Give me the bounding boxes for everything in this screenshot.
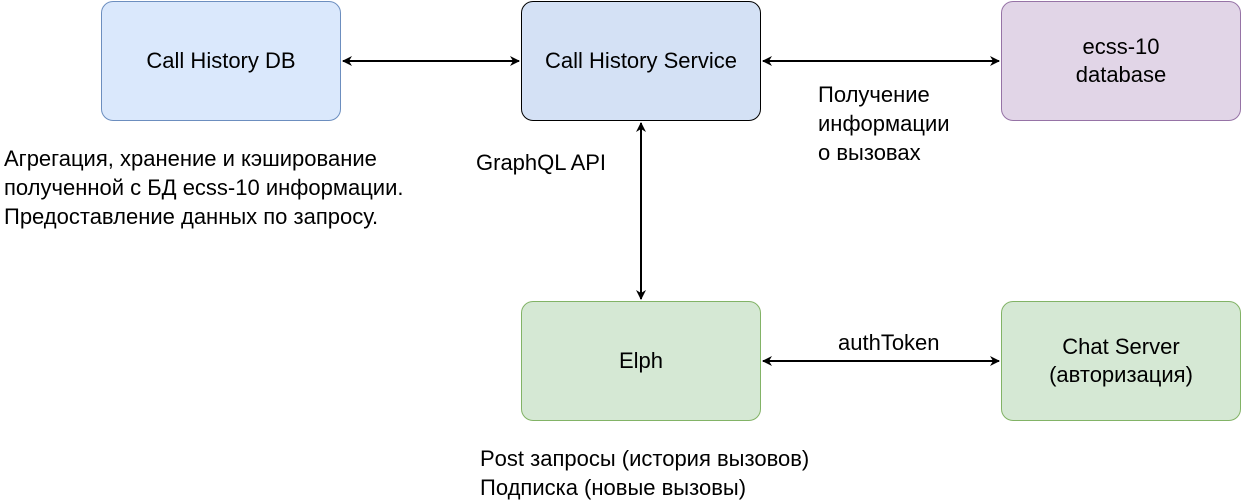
node-ecss-database: ecss-10 database	[1001, 1, 1241, 121]
node-elph: Elph	[521, 301, 761, 421]
label-aggregation: Агрегация, хранение и кэширование получе…	[4, 146, 404, 229]
label-graphql-api: GraphQL API	[476, 150, 607, 175]
node-chat-server: Chat Server (авторизация)	[1001, 301, 1241, 421]
node-call-history-service: Call History Service	[521, 1, 761, 121]
label-post-requests: Post запросы (история вызовов) Подписка …	[480, 446, 810, 500]
label-call-info: Получение информации о вызовах	[818, 82, 950, 165]
node-call-history-db: Call History DB	[101, 1, 341, 121]
label-auth-token: authToken	[838, 330, 940, 355]
